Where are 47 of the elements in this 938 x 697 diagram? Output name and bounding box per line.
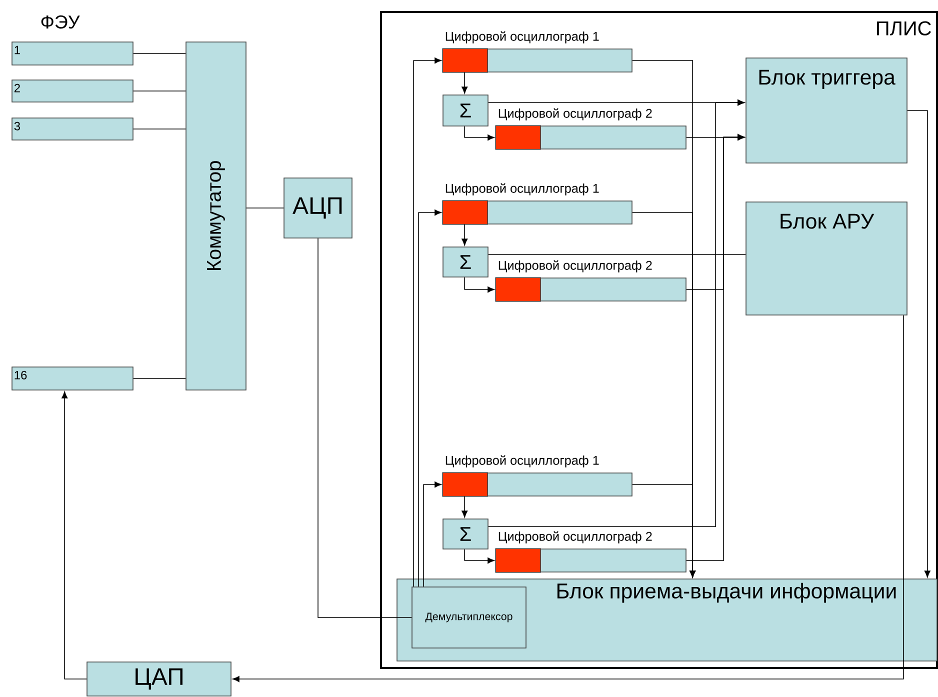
connector	[133, 378, 186, 379]
connector	[133, 90, 186, 92]
oscillograph-bar: Цифровой осциллограф 2	[495, 531, 686, 573]
connector	[488, 254, 746, 255]
connector	[462, 224, 468, 246]
channel-box: 16	[12, 366, 134, 390]
sum-box: Σ	[442, 94, 488, 126]
block-box: Блок триггера	[746, 58, 908, 164]
connector	[413, 58, 442, 587]
converter-box: АЦП	[284, 178, 352, 238]
channel-box: 2	[12, 80, 134, 102]
connector	[423, 482, 442, 587]
oscillograph-bar: Цифровой осциллограф 1	[442, 31, 632, 73]
node-label: Цифровой осциллограф 1	[446, 31, 599, 44]
node-label: Цифровой осциллограф 1	[446, 183, 599, 196]
connector	[133, 53, 186, 54]
connector	[632, 484, 696, 578]
oscillograph-bar: Цифровой осциллограф 2	[495, 108, 686, 150]
oscillograph-bar: Цифровой осциллограф 1	[442, 183, 632, 225]
switch-box: Коммутатор	[186, 42, 246, 390]
oscillograph-bar: Цифровой осциллограф 2	[495, 260, 686, 302]
connector	[418, 210, 442, 587]
converter-box: ЦАП	[86, 662, 232, 696]
connector	[462, 72, 468, 94]
connector	[907, 110, 930, 578]
oscillograph-bar: Цифровой осциллограф 1	[442, 455, 632, 497]
group-label: ФЭУ	[41, 15, 80, 29]
connector	[488, 100, 745, 527]
connector	[133, 128, 186, 130]
connector	[464, 549, 495, 564]
sum-box: Σ	[442, 518, 488, 550]
node-label: Цифровой осциллограф 2	[498, 531, 652, 544]
connector	[318, 238, 412, 618]
node-label: Цифровой осциллограф 2	[498, 108, 652, 120]
connector	[62, 392, 87, 680]
channel-box: 1	[12, 42, 134, 66]
connector	[462, 496, 468, 518]
sum-box: Σ	[442, 246, 488, 278]
demux-box: Демультиплексор	[412, 586, 526, 648]
connector	[232, 315, 904, 682]
block-box: Блок АРУ	[746, 202, 908, 316]
channel-box: 3	[12, 118, 134, 140]
node-label: Цифровой осциллограф 2	[498, 260, 652, 272]
connector	[686, 134, 745, 561]
node-label: Цифровой осциллограф 1	[446, 455, 599, 468]
connector	[464, 126, 495, 140]
connector	[464, 277, 495, 292]
